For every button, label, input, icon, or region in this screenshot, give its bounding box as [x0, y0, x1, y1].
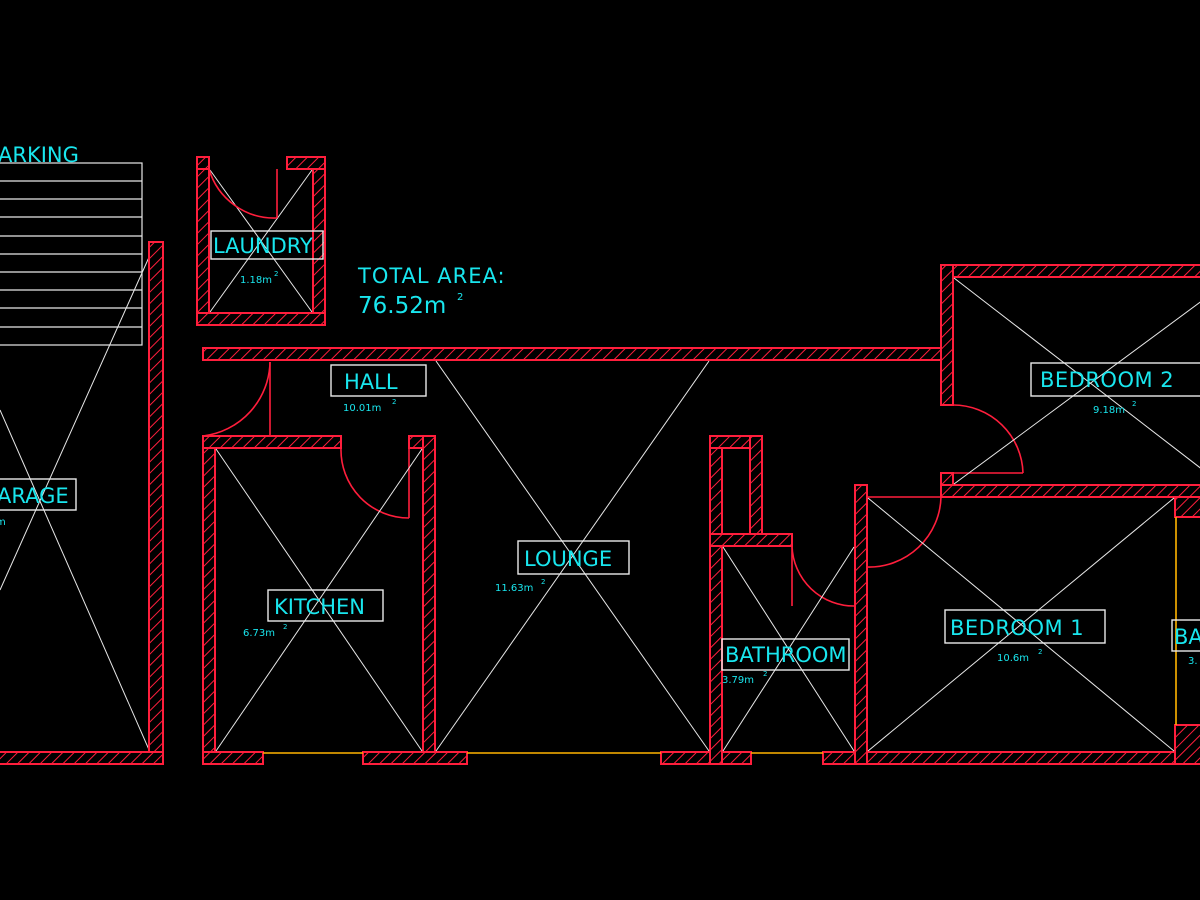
svg-text:2: 2: [274, 270, 278, 278]
bath-partial-area: 3.: [1188, 656, 1198, 667]
garage-south-wall: [0, 751, 164, 765]
bedroom1-label: BEDROOM 1: [950, 616, 1084, 640]
kitchen-lounge-wall: [422, 435, 436, 765]
garage-room: ARAGE m: [0, 241, 164, 765]
total-area-sup: 2: [457, 292, 463, 303]
bathroom-door-swing: [791, 545, 856, 607]
main-walls: [202, 264, 1200, 765]
svg-text:2: 2: [1038, 648, 1042, 656]
hall-label: HALL: [344, 370, 398, 394]
bathroom-room: BATHROOM 3.79m 2: [721, 638, 850, 686]
garage-label: ARAGE: [0, 484, 69, 508]
bedroom2-label-box: [1030, 362, 1200, 397]
svg-text:2: 2: [1132, 400, 1136, 408]
bedroom1-room: BEDROOM 1 10.6m 2: [944, 609, 1106, 664]
north-wall: [202, 347, 954, 361]
kitchen-label: KITCHEN: [274, 595, 365, 619]
kitchen-room: KITCHEN 6.73m 2: [243, 589, 384, 639]
bedroom1-area: 10.6m: [997, 653, 1029, 664]
bathroom-west-wall: [709, 435, 723, 765]
bath-partial-room: BA 3.: [1171, 619, 1200, 667]
kitchen-door-swing: [340, 447, 410, 519]
garage-label-box: [0, 478, 77, 511]
laundry-room: LAUNDRY 1.18m 2: [196, 156, 326, 326]
kitchen-area: 6.73m: [243, 628, 275, 639]
bathroom-label-box: [721, 638, 850, 671]
doors: [202, 361, 1024, 607]
lounge-room: LOUNGE 11.63m 2: [495, 540, 630, 594]
bathroom-label: BATHROOM: [725, 643, 847, 667]
bedroom1-door-swing: [866, 496, 942, 568]
parking-label: ARKING: [0, 143, 79, 167]
kitchen-west-wall: [202, 435, 216, 765]
bedroom2-area: 9.18m: [1093, 405, 1125, 416]
hall-room: HALL 10.01m 2: [330, 364, 427, 414]
lounge-label: LOUNGE: [524, 547, 612, 571]
total-area-annotation: TOTAL AREA: 76.52m 2: [357, 264, 506, 319]
svg-text:2: 2: [283, 623, 287, 631]
bedroom2-door-swing: [952, 404, 1024, 474]
parking-area: ARKING: [0, 143, 143, 346]
lounge-area: 11.63m: [495, 583, 533, 594]
svg-text:2: 2: [763, 670, 767, 678]
garage-east-wall: [148, 241, 164, 765]
room-diagonals: [215, 277, 1200, 752]
bedroom2-north-wall: [940, 264, 1200, 278]
bath-partial-label-box: [1171, 619, 1200, 652]
svg-text:2: 2: [541, 578, 545, 586]
laundry-door-swing: [208, 168, 278, 219]
hall-door-swing: [202, 361, 271, 437]
bedroom2-room: BEDROOM 2 9.18m 2: [1030, 362, 1200, 416]
bathroom-east-wall: [854, 484, 868, 765]
laundry-label-box: [210, 230, 324, 260]
garage-area: m: [0, 517, 6, 528]
hall-area: 10.01m: [343, 403, 381, 414]
laundry-area: 1.18m: [240, 275, 272, 286]
kitchen-label-box: [267, 589, 384, 622]
bedroom-partition-wall: [940, 484, 1200, 498]
bath-partial-label: BA: [1174, 625, 1200, 649]
svg-text:2: 2: [392, 398, 396, 406]
bathroom-area: 3.79m: [722, 675, 754, 686]
laundry-label: LAUNDRY: [213, 234, 313, 258]
lounge-label-box: [517, 540, 630, 575]
total-area-value: 76.52m: [358, 293, 446, 319]
windows: [263, 517, 1177, 754]
bedroom1-label-box: [944, 609, 1106, 644]
bedroom2-label: BEDROOM 2: [1040, 368, 1174, 392]
hall-label-box: [330, 364, 427, 397]
total-area-label: TOTAL AREA:: [357, 264, 506, 288]
